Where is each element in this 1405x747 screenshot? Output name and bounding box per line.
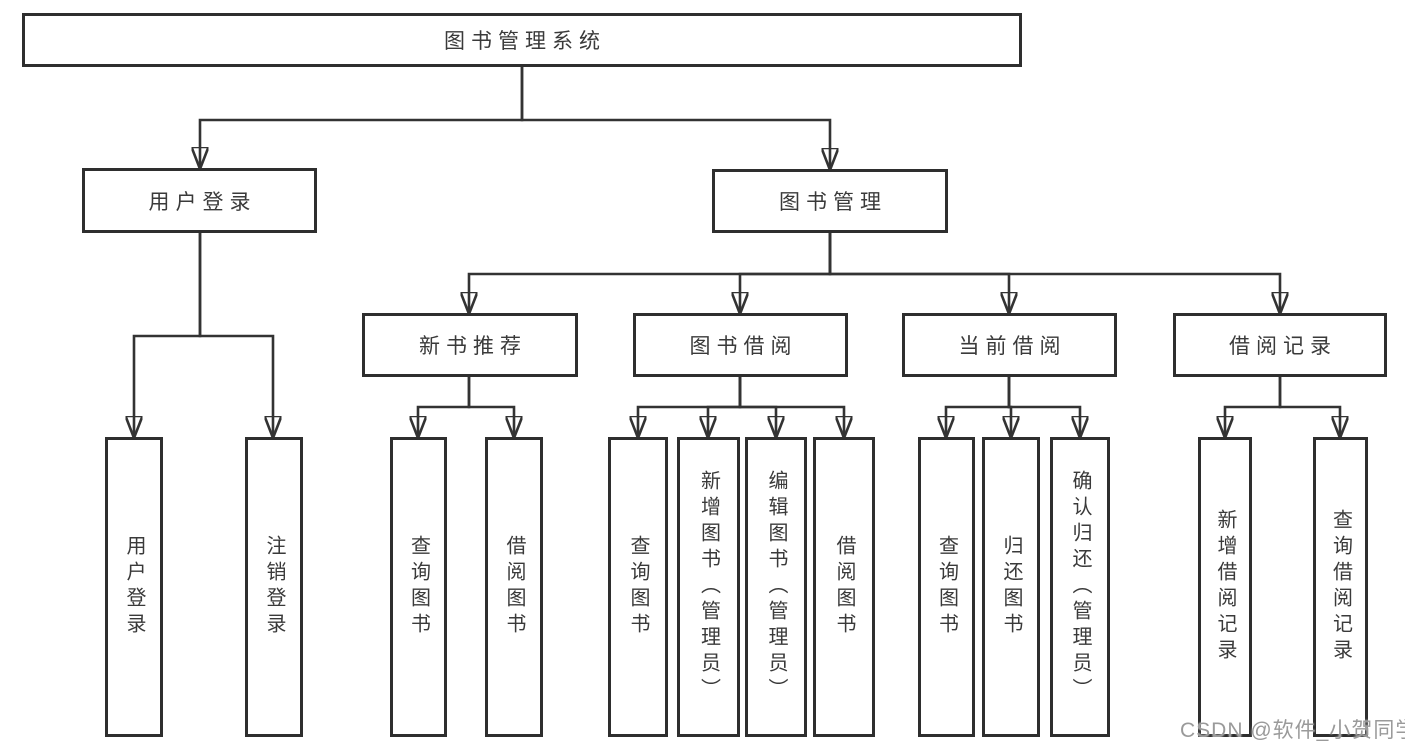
edge-new-book-to-query: [418, 377, 471, 437]
edge-root-to-user-login: [200, 67, 524, 168]
leaf-records-query-record: 查询借阅记录: [1313, 437, 1368, 737]
edge-user-login-to-logout: [198, 233, 273, 437]
edge-book-borrow-to-borrow: [738, 377, 844, 437]
leaf-current-return-books: 归还图书: [982, 437, 1040, 737]
leaf-borrow-edit-books-admin: 编辑图书（管理员）: [745, 437, 807, 737]
leaf-user-login: 用户登录: [105, 437, 163, 737]
edge-user-login-to-login: [134, 233, 202, 437]
edge-root-to-book-management: [520, 67, 830, 169]
leaf-newbook-query-books: 查询图书: [390, 437, 447, 737]
csdn-watermark: CSDN @软件_小贺同学: [1180, 719, 1405, 742]
leaf-borrow-add-books-admin: 新增图书（管理员）: [677, 437, 740, 737]
node-library-management-system: 图书管理系统: [22, 13, 1022, 67]
edge-book-management-to-borrow-records: [828, 233, 1280, 313]
edge-book-management-to-book-borrow: [740, 233, 832, 313]
node-book-management: 图书管理: [712, 169, 948, 233]
edge-book-borrow-to-add: [708, 377, 742, 437]
leaf-newbook-borrow-books: 借阅图书: [485, 437, 543, 737]
edge-current-borrow-to-query: [946, 377, 1011, 437]
edge-records-to-add: [1225, 377, 1282, 437]
leaf-current-query-books: 查询图书: [918, 437, 975, 737]
node-user-login: 用户登录: [82, 168, 317, 233]
leaf-borrow-query-books: 查询图书: [608, 437, 668, 737]
leaf-logout: 注销登录: [245, 437, 303, 737]
node-book-borrowing: 图书借阅: [633, 313, 848, 377]
edge-current-borrow-to-confirm: [1007, 377, 1080, 437]
leaf-borrow-borrow-books: 借阅图书: [813, 437, 875, 737]
node-new-book-recommendation: 新书推荐: [362, 313, 578, 377]
edge-records-to-query: [1278, 377, 1340, 437]
edge-new-book-to-borrow: [467, 377, 514, 437]
node-current-borrowing: 当前借阅: [902, 313, 1117, 377]
node-borrowing-records: 借阅记录: [1173, 313, 1387, 377]
leaf-current-confirm-return-admin: 确认归还（管理员）: [1050, 437, 1110, 737]
leaf-records-add-record: 新增借阅记录: [1198, 437, 1252, 737]
